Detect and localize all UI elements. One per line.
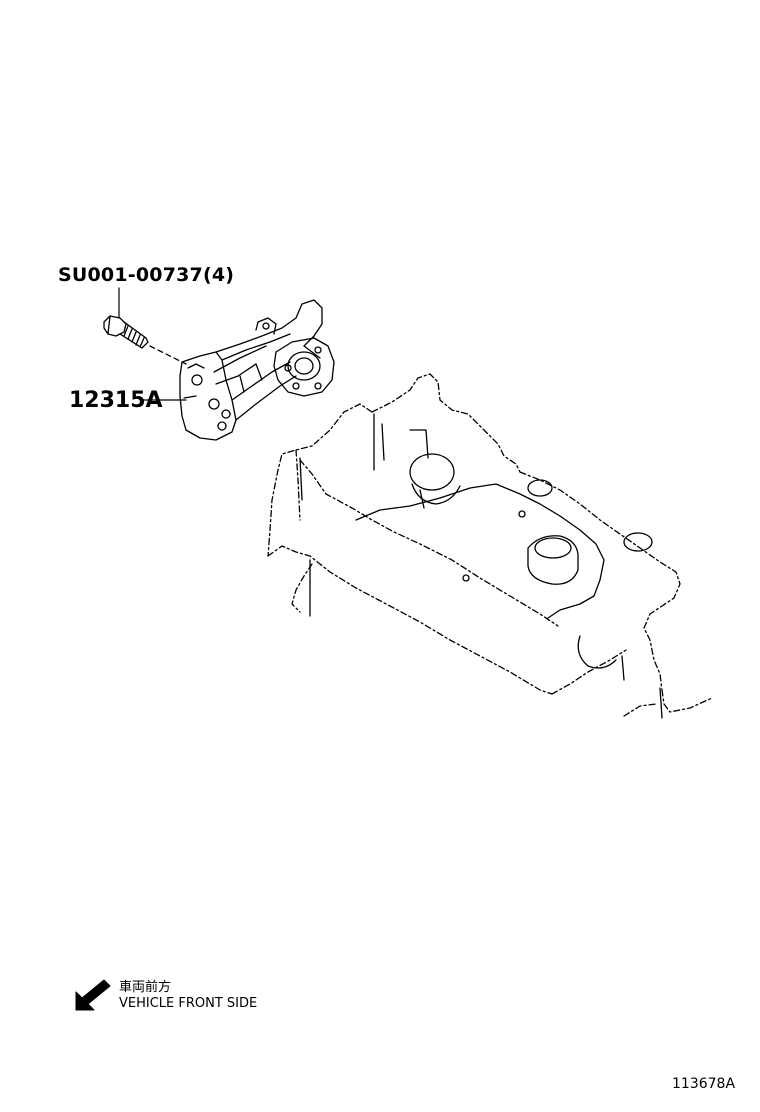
arrow-down-left-icon — [75, 979, 111, 1011]
legend-japanese-label: 車両前方 — [119, 980, 172, 995]
engine-block-outline — [267, 373, 713, 717]
figure-id: 113678A — [672, 1076, 736, 1092]
bolt-part-number: SU001-00737(4) — [58, 264, 235, 286]
bracket-part-number: 12315A — [69, 388, 163, 413]
engine-details — [299, 413, 663, 719]
legend-english-label: VEHICLE FRONT SIDE — [119, 996, 258, 1011]
mounting-bracket-drawing — [141, 299, 335, 441]
bolt-drawing — [103, 287, 187, 365]
